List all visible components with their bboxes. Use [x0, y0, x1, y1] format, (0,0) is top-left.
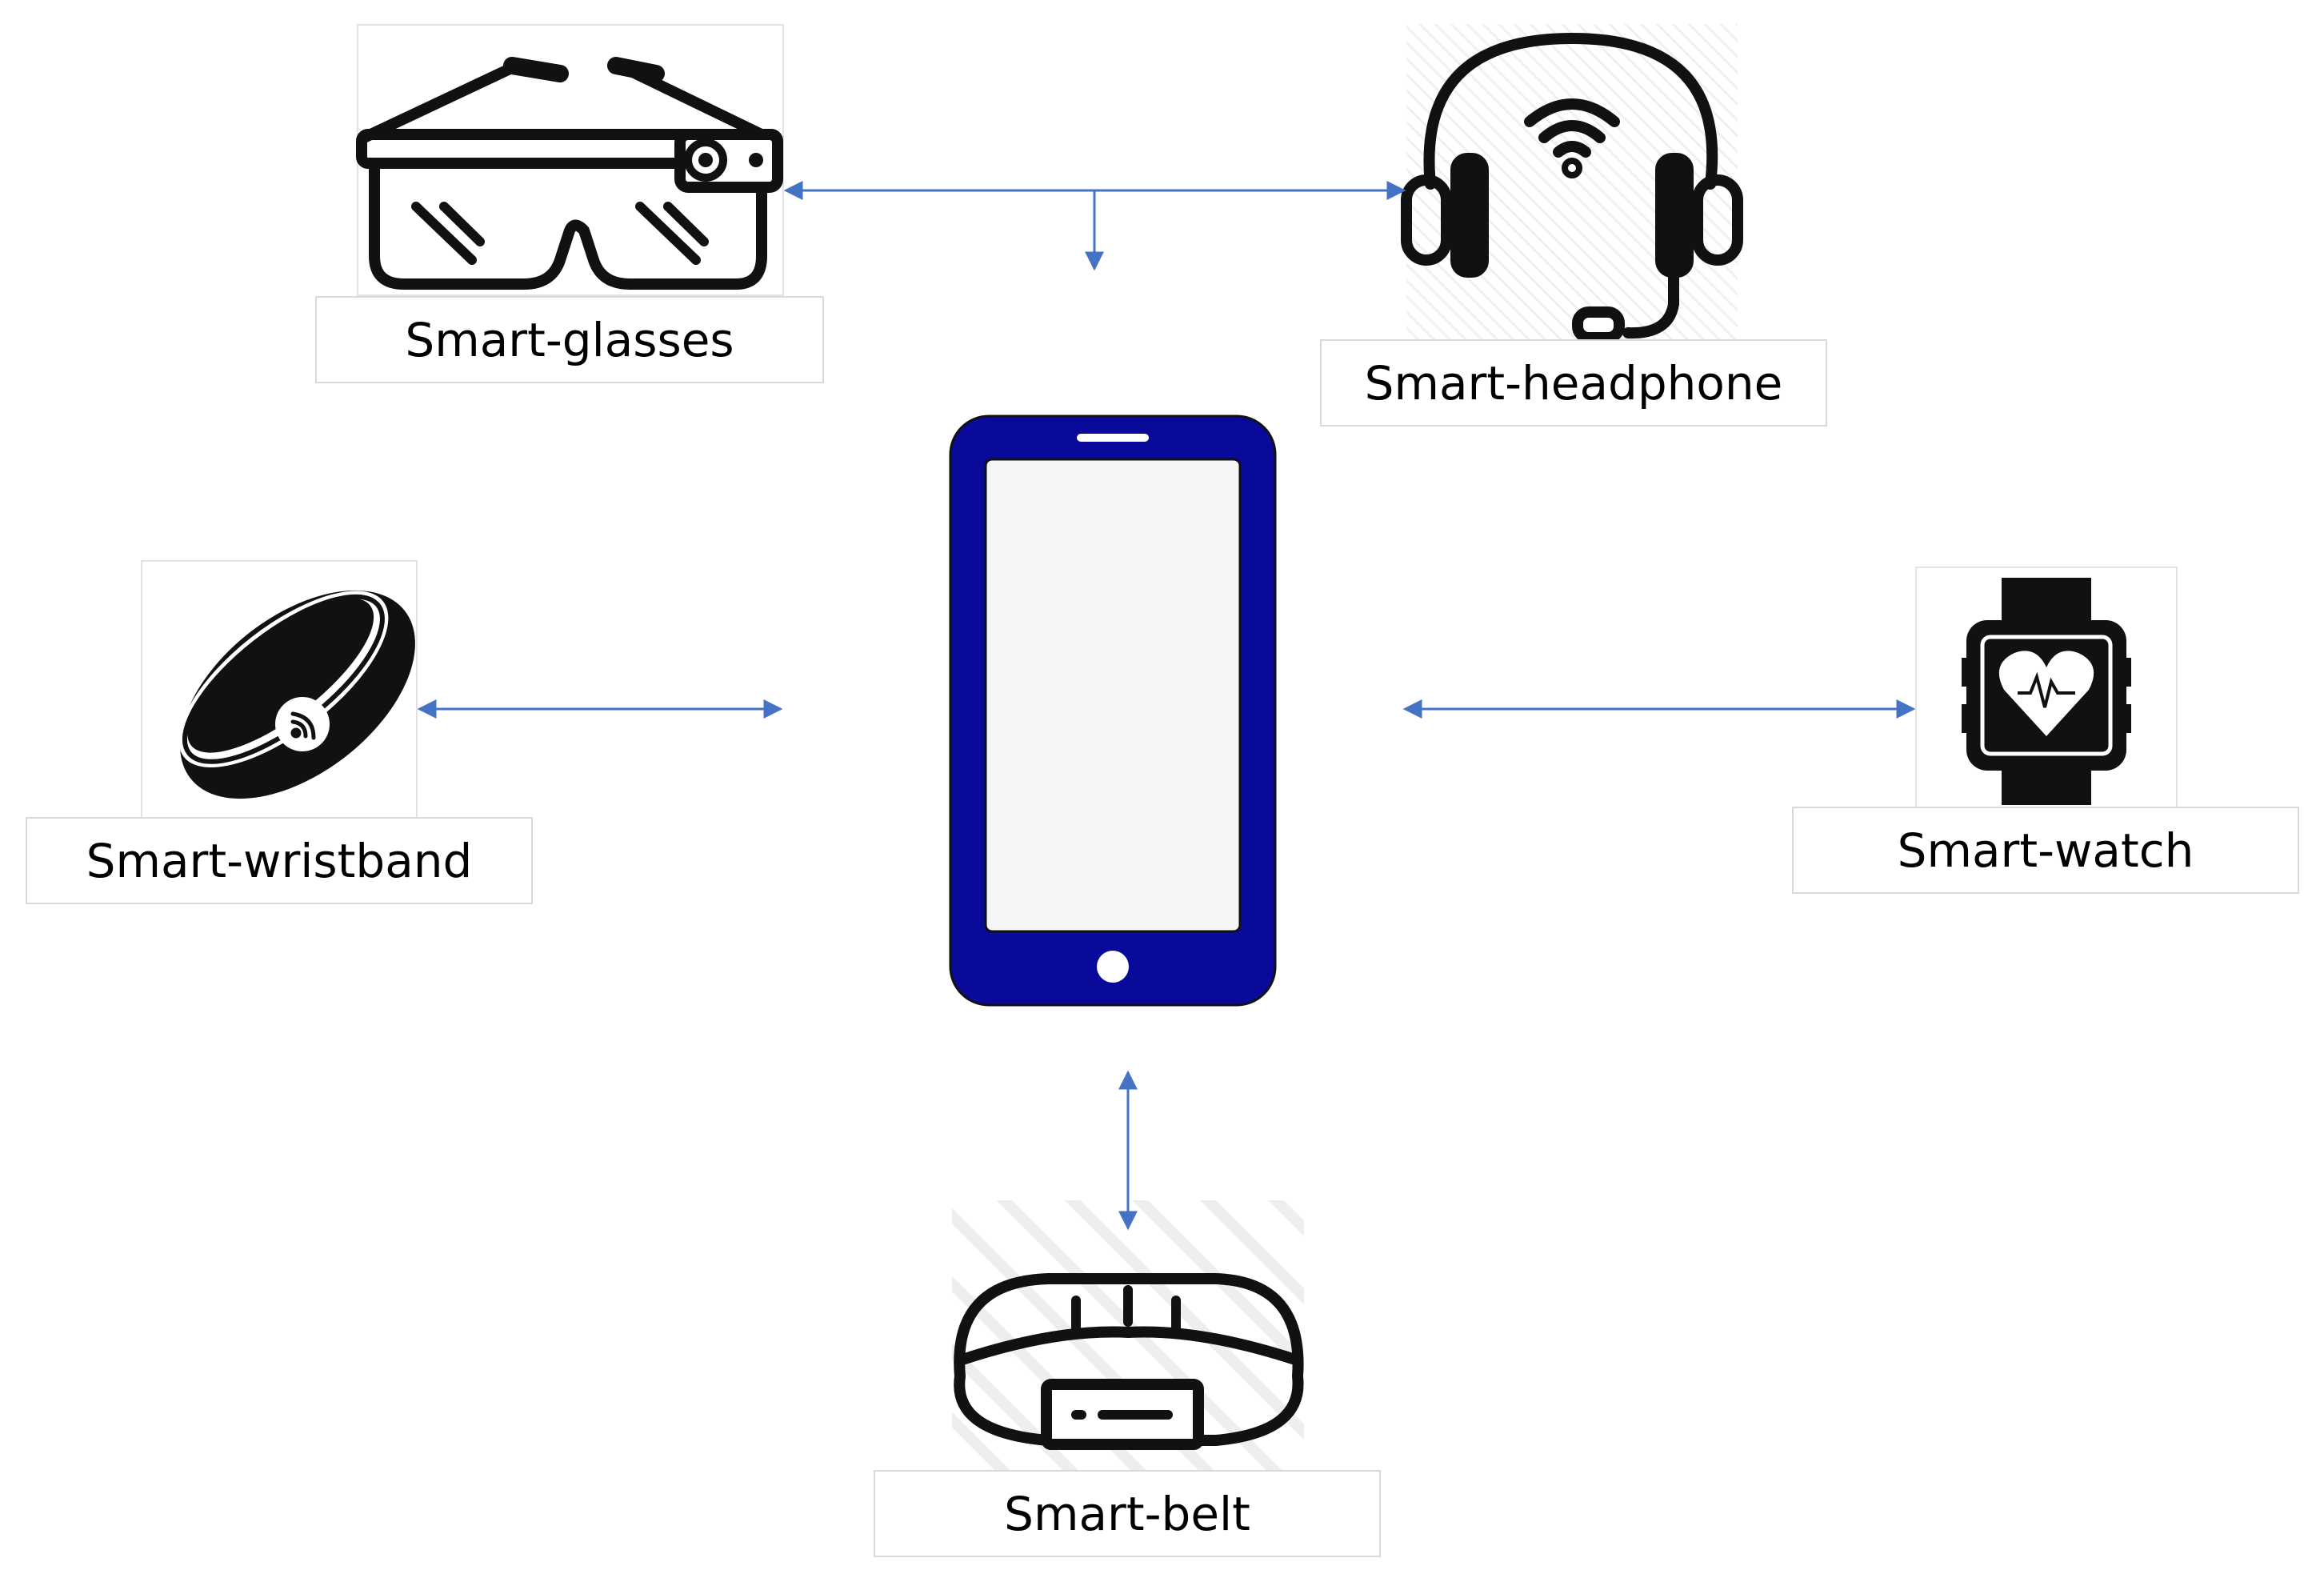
- smart-headphone-label: Smart-headphone: [1320, 339, 1827, 427]
- smart-belt-icon: [954, 1273, 1304, 1450]
- smart-headphone-icon: [1401, 32, 1743, 343]
- smartphone-icon: [949, 415, 1277, 1007]
- smart-wristband-label: Smart-wristband: [26, 817, 533, 904]
- smart-watch-label: Smart-watch: [1792, 807, 2299, 894]
- smart-belt-label: Smart-belt: [874, 1470, 1381, 1557]
- smart-glasses-icon: [356, 57, 783, 290]
- smart-wristband-icon: [178, 590, 415, 799]
- smart-glasses-label: Smart-glasses: [315, 296, 824, 383]
- smart-watch-icon: [1962, 578, 2131, 805]
